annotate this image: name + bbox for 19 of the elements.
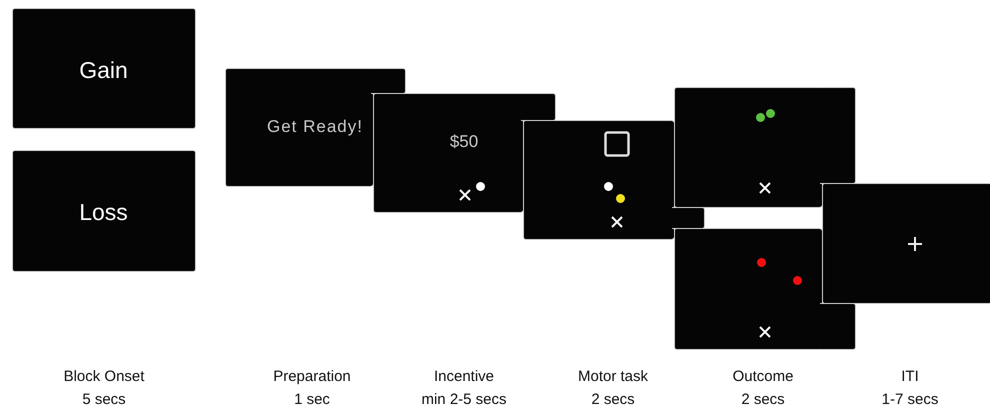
phase-label: Block Onset: [64, 368, 144, 385]
screen-text: Gain: [79, 57, 128, 84]
screen: [12, 8, 196, 129]
phase-label: Preparation: [273, 368, 351, 385]
phase-label: Motor task: [578, 368, 648, 385]
phase-label: ITI: [901, 368, 919, 385]
duration-label: 5 secs: [82, 391, 126, 408]
duration-label: 2 secs: [741, 391, 785, 408]
duration-label: 1 sec: [294, 391, 330, 408]
screen: [12, 150, 196, 272]
duration-label: 1-7 secs: [882, 391, 938, 408]
screen-text: Loss: [79, 199, 128, 226]
phase-label: Outcome: [732, 368, 794, 385]
duration-label: 2 secs: [591, 391, 635, 408]
phase-label: Incentive: [434, 368, 494, 385]
duration-label: min 2-5 secs: [421, 391, 507, 408]
screen-text: $50: [450, 132, 478, 152]
screen-text: Get Ready!: [267, 117, 363, 137]
screen: [822, 183, 990, 304]
